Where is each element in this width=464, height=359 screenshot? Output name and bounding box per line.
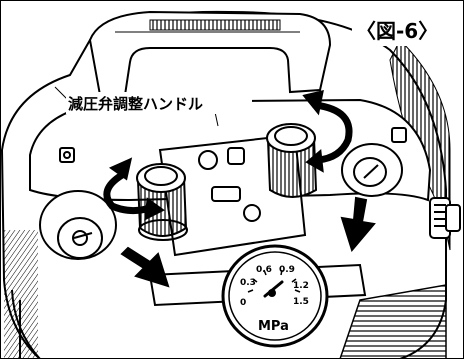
callout-label: 減圧弁調整ハンドル (68, 95, 203, 113)
handle-rotate-arrow-right (302, 90, 353, 173)
figure-label-bg (352, 12, 462, 46)
gauge-tick-0-9: 0.9 (279, 265, 295, 275)
carry-handle (88, 10, 332, 96)
figure-label: 〈図-6〉 (356, 19, 438, 43)
handle-rotate-arrow-left (103, 157, 165, 221)
left-outlet (39, 147, 117, 260)
callout-leader (54, 86, 219, 127)
right-regulator-knob[interactable] (266, 123, 318, 198)
down-arrow-right (340, 196, 376, 253)
gauge-unit: MPa (258, 319, 289, 334)
left-side-panel (4, 230, 38, 359)
gauge-tick-0-6: 0.6 (256, 265, 272, 275)
pressure-gauge-icon: 0 0.3 0.6 0.9 1.2 1.5 MPa (221, 244, 329, 348)
gauge-tick-1-2: 1.2 (293, 281, 309, 291)
gauge-tick-0: 0 (240, 298, 246, 308)
left-regulator-knob[interactable] (136, 163, 188, 241)
right-outlet (341, 127, 407, 197)
callout-bg (66, 92, 252, 114)
down-arrow-left (120, 246, 170, 288)
gauge-tick-1-5: 1.5 (293, 297, 309, 307)
right-fitting (429, 197, 461, 239)
gauge-tick-0-3: 0.3 (240, 278, 256, 288)
